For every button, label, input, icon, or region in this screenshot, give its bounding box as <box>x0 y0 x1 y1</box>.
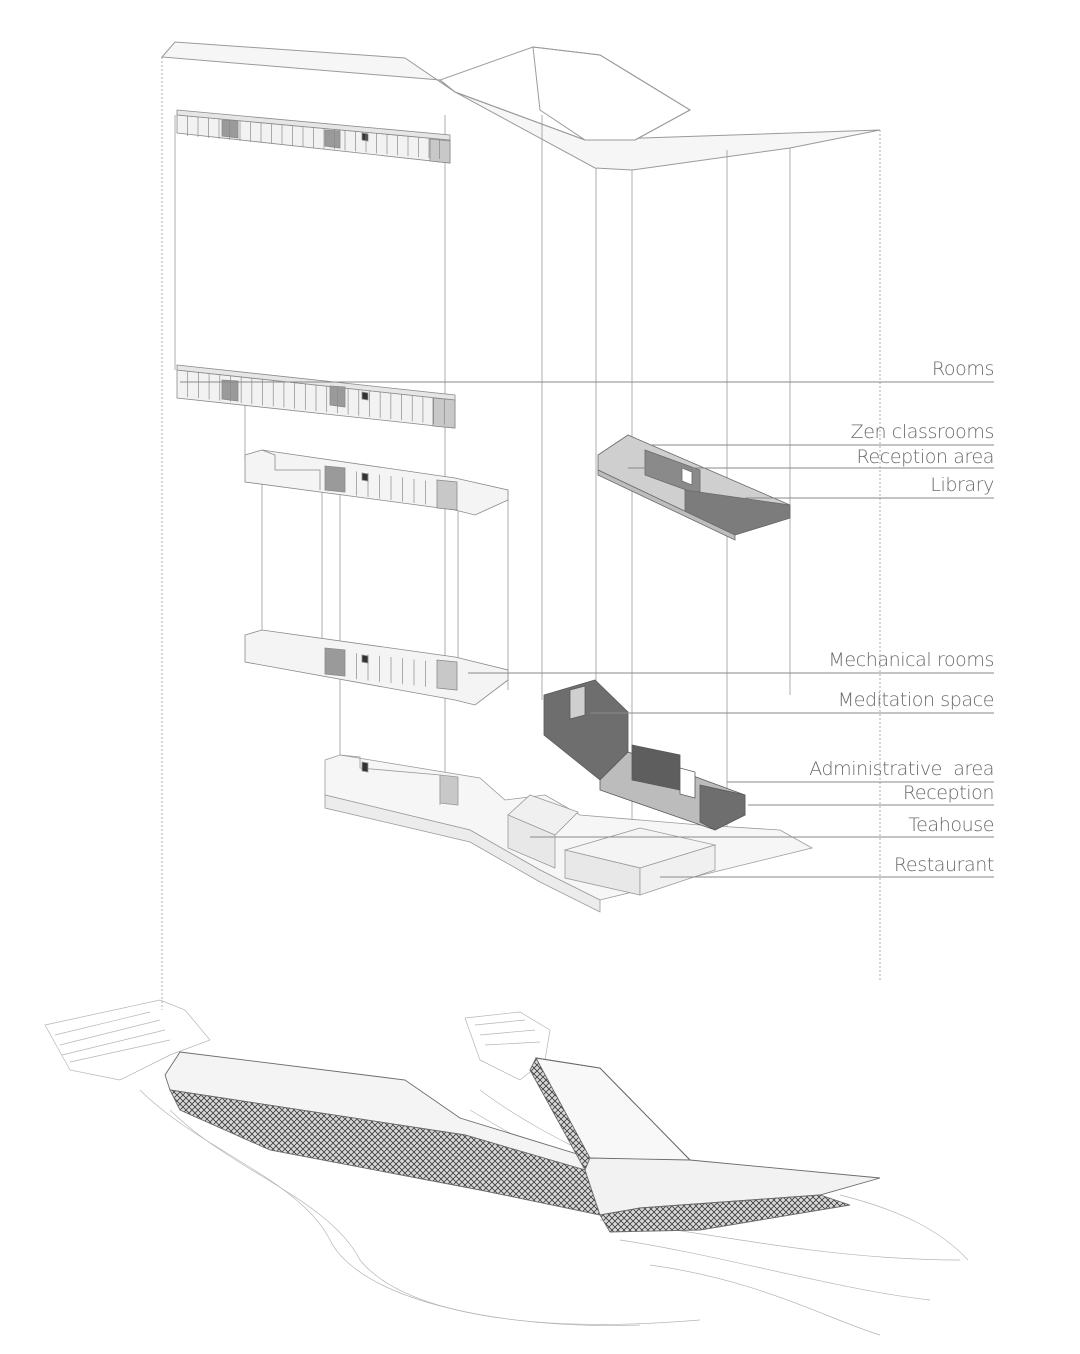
floor-2-dividers <box>356 653 426 687</box>
meditation-block <box>543 679 746 831</box>
roof-plane <box>160 41 881 171</box>
floor-slab-level-3 <box>244 449 509 516</box>
library-block <box>597 434 791 541</box>
label-reception-area: Reception area <box>856 446 995 468</box>
label-rooms: Rooms <box>931 358 994 380</box>
label-administrative-area: Administrative area <box>809 758 994 780</box>
floor-slab-level-2 <box>244 629 509 706</box>
label-library: Library <box>930 474 994 496</box>
label-meditation-space: Meditation space <box>837 689 995 711</box>
label-teahouse: Teahouse <box>908 814 994 836</box>
rooms-bar-lower-dividers <box>187 371 445 425</box>
projection-lines <box>161 57 881 1010</box>
leader-lines <box>180 381 994 878</box>
ground-floor-platform <box>324 754 814 913</box>
label-restaurant: Restaurant <box>893 854 994 876</box>
label-mechanical-rooms: Mechanical rooms <box>828 649 994 671</box>
floor-3-dividers <box>356 471 426 505</box>
building-on-site <box>164 1051 881 1233</box>
label-reception: Reception <box>902 782 994 804</box>
label-zen-classrooms: Zen classrooms <box>850 421 995 443</box>
rooms-bar-upper-dividers <box>187 115 440 160</box>
